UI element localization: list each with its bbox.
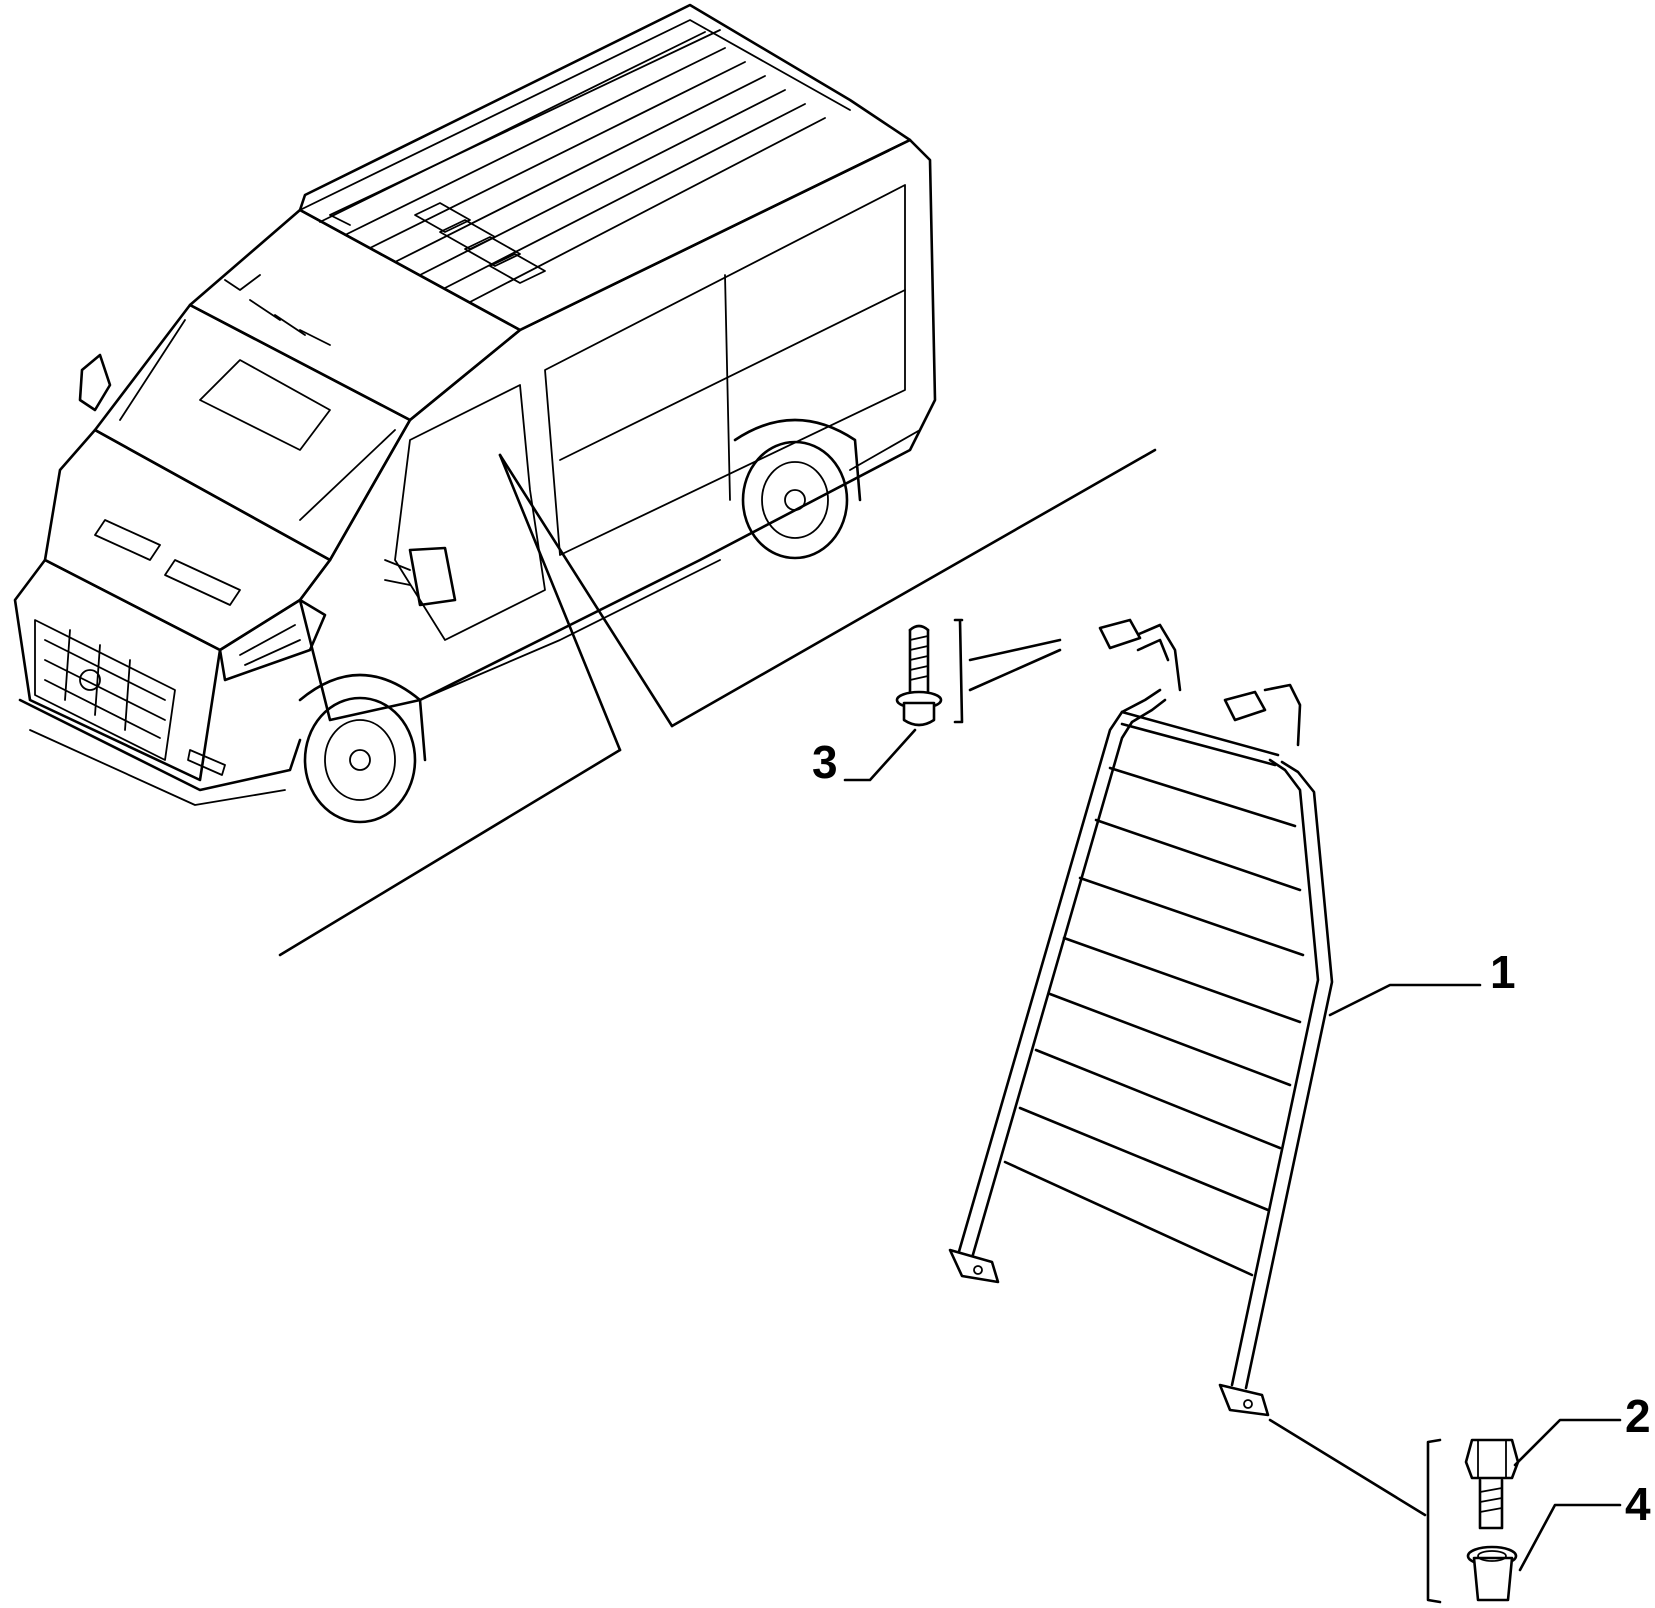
assembly-bracket-upper — [953, 618, 1062, 724]
callout-label-3: 3 — [812, 736, 838, 788]
detail-pointer-lines — [278, 448, 1157, 957]
spacer-bush-icon — [1466, 1545, 1518, 1602]
callout-label-1: 1 — [1490, 946, 1516, 998]
ladder-rack-icon — [948, 618, 1334, 1417]
assembly-bracket-lower — [1268, 1418, 1442, 1604]
flange-screw-icon — [895, 624, 943, 727]
callout-label-2: 2 — [1625, 1390, 1651, 1442]
callout-leaders — [843, 728, 1622, 1572]
van-icon — [13, 3, 937, 824]
callout-label-4: 4 — [1625, 1478, 1651, 1530]
hex-bolt-icon — [1464, 1438, 1520, 1530]
